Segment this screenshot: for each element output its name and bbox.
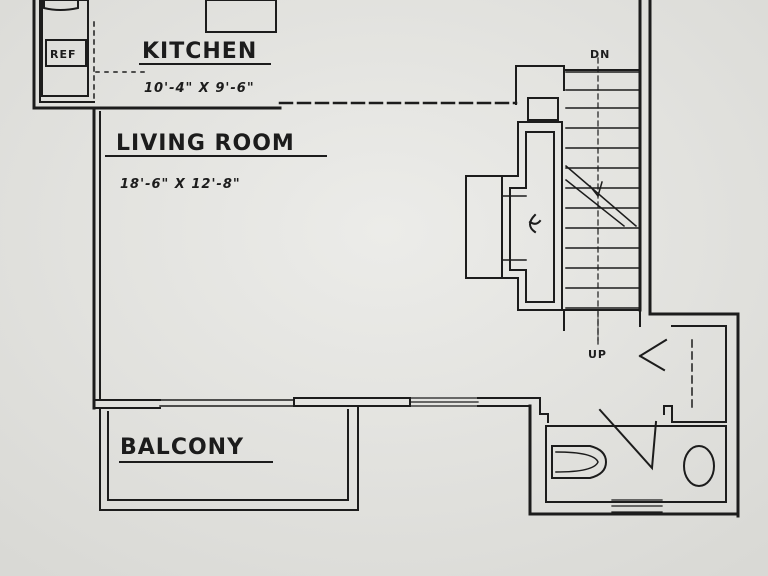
- powder-door-swing: [598, 408, 658, 471]
- closet-wall: [663, 325, 727, 423]
- fireplace-log: [528, 213, 542, 234]
- powder-room: [528, 325, 740, 516]
- kitchen-area: [32, 0, 518, 110]
- living-room-title: LIVING ROOM: [116, 131, 295, 156]
- kitchen-sink: [43, 0, 79, 11]
- staircase: [515, 0, 740, 518]
- powder-room-outer: [528, 404, 740, 516]
- fireplace-firebox: [501, 195, 527, 261]
- kitchen-island: [205, 0, 277, 33]
- living-room-walls: [92, 106, 541, 410]
- toilet: [683, 445, 715, 487]
- sink-basin: [555, 451, 599, 473]
- kitchen-left-wall: [32, 0, 282, 110]
- kitchen-left-wall-inner: [39, 0, 95, 103]
- refrigerator-label: REF: [50, 48, 77, 61]
- stair-treads: [565, 71, 641, 309]
- kitchen-title: KITCHEN: [142, 39, 257, 64]
- fireplace: [465, 97, 563, 311]
- balcony-rail-inner: [107, 409, 349, 501]
- living-room-bottom-wall-right: [477, 397, 541, 407]
- powder-door-window: [611, 499, 663, 513]
- stair-break-line: [564, 164, 638, 228]
- fireplace-hearth: [465, 175, 503, 279]
- balcony-title: BALCONY: [120, 435, 244, 460]
- balcony-area: [99, 405, 359, 511]
- stair-up-label: UP: [588, 348, 607, 361]
- stair-right-wall-lower: [648, 312, 740, 518]
- balcony-rail-outer: [99, 405, 359, 511]
- window-bottom: [409, 397, 479, 407]
- fireplace-inner: [509, 131, 555, 303]
- living-room-size: 18'-6" X 12'-8": [120, 177, 241, 192]
- powder-room-inner: [539, 397, 549, 423]
- kitchen-counter: [41, 0, 89, 97]
- sink-vanity: [551, 445, 608, 479]
- powder-room-box: [545, 425, 727, 503]
- refrigerator: [45, 39, 87, 67]
- stair-down-label: DN: [590, 48, 610, 61]
- kitchen-size: 10'-4" X 9'-6": [144, 81, 255, 96]
- stair-frame: [563, 69, 641, 331]
- stair-right-wall: [638, 0, 652, 316]
- balcony-door-left: [159, 399, 295, 407]
- fireplace-box: [527, 97, 559, 121]
- closet-door-swing: [638, 338, 668, 372]
- fireplace-outer: [501, 121, 563, 311]
- living-room-bottom-wall: [93, 399, 161, 409]
- stair-outer-wall: [515, 65, 565, 105]
- stair-direction-arrow: [588, 181, 603, 198]
